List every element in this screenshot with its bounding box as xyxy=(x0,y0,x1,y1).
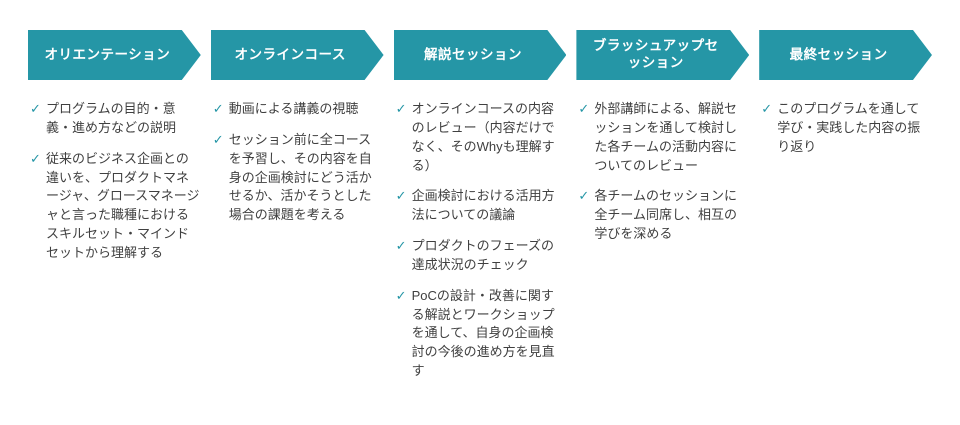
stage-column-online-course: オンラインコース ✓ 動画による講義の視聴 ✓ セッション前に全コースを予習し、… xyxy=(210,30,384,415)
stage-header-label: 解説セッション xyxy=(423,46,522,62)
stage-header-label: 最終セッション xyxy=(789,46,888,62)
list-item: ✓ プログラムの目的・意義・進め方などの説明 xyxy=(30,100,201,138)
stage-column-orientation: オリエンテーション ✓ プログラムの目的・意義・進め方などの説明 ✓ 従来のビジ… xyxy=(28,30,201,415)
check-icon: ✓ xyxy=(30,101,41,116)
item-text: 外部講師による、解説セッションを通して検討した各チームの活動内容についてのレビュ… xyxy=(594,101,738,173)
check-icon: ✓ xyxy=(395,188,407,204)
item-text: 従来のビジネス企画との違いを、プロダクトマネージャ、グロースマネージャと言った職… xyxy=(46,150,200,260)
checklist: ✓ プログラムの目的・意義・進め方などの説明 ✓ 従来のビジネス企画との違いを、… xyxy=(28,100,201,263)
item-text: セッション前に全コースを予習し、その内容を自身の企画検討にどう活かせるか、活かそ… xyxy=(228,131,372,223)
item-text: 各チームのセッションに全チーム同席し、相互の学びを深める xyxy=(594,188,738,242)
stage-column-final-session: 最終セッション ✓ このプログラムを通して学び・実践した内容の振り返り xyxy=(759,30,932,415)
list-item: ✓ 外部講師による、解説セッションを通して検討した各チームの活動内容についてのレ… xyxy=(578,100,749,175)
stage-column-explanation-session: 解説セッション ✓ オンラインコースの内容のレビュー（内容だけでなく、そのWhy… xyxy=(393,30,567,415)
list-item: ✓ 企画検討における活用方法についての議論 xyxy=(396,187,567,225)
stage-header-arrow: 最終セッション xyxy=(759,30,932,80)
list-item: ✓ 各チームのセッションに全チーム同席し、相互の学びを深める xyxy=(578,187,749,244)
item-text: オンラインコースの内容のレビュー（内容だけでなく、そのWhyも理解する） xyxy=(411,101,555,173)
list-item: ✓ このプログラムを通して学び・実践した内容の振り返り xyxy=(761,100,932,157)
checklist: ✓ このプログラムを通して学び・実践した内容の振り返り xyxy=(759,100,932,157)
checklist: ✓ 動画による講義の視聴 ✓ セッション前に全コースを予習し、その内容を自身の企… xyxy=(211,100,384,225)
stage-header-label: オリエンテーション xyxy=(44,46,171,62)
check-icon: ✓ xyxy=(395,101,407,116)
stage-header-arrow: オリエンテーション xyxy=(28,30,201,80)
list-item: ✓ 従来のビジネス企画との違いを、プロダクトマネージャ、グロースマネージャと言っ… xyxy=(30,150,201,263)
check-icon: ✓ xyxy=(212,131,224,147)
check-icon: ✓ xyxy=(578,188,590,204)
item-text: このプログラムを通して学び・実践した内容の振り返り xyxy=(777,101,921,154)
check-icon: ✓ xyxy=(578,101,590,116)
stage-header-arrow: 解説セッション xyxy=(393,30,567,80)
check-icon: ✓ xyxy=(212,101,224,116)
list-item: ✓ プロダクトのフェーズの達成状況のチェック xyxy=(396,237,567,275)
stage-header-label: オンラインコース xyxy=(234,46,346,62)
check-icon: ✓ xyxy=(395,238,407,254)
stage-header-arrow: ブラッシュアップセッション xyxy=(576,30,750,80)
stage-header-arrow: オンラインコース xyxy=(210,30,384,80)
item-text: プロダクトのフェーズの達成状況のチェック xyxy=(411,238,554,272)
item-text: プログラムの目的・意義・進め方などの説明 xyxy=(46,101,177,135)
checklist: ✓ 外部講師による、解説セッションを通して検討した各チームの活動内容についてのレ… xyxy=(576,100,749,244)
stage-columns: オリエンテーション ✓ プログラムの目的・意義・進め方などの説明 ✓ 従来のビジ… xyxy=(28,30,932,415)
check-icon: ✓ xyxy=(395,287,407,303)
list-item: ✓ セッション前に全コースを予習し、その内容を自身の企画検討にどう活かせるか、活… xyxy=(213,131,384,225)
list-item: ✓ 動画による講義の視聴 xyxy=(213,100,384,119)
stage-column-brushup-session: ブラッシュアップセッション ✓ 外部講師による、解説セッションを通して検討した各… xyxy=(576,30,750,415)
item-text: PoCの設計・改善に関する解説とワークショップを通して、自身の企画検討の今後の進… xyxy=(411,287,555,379)
list-item: ✓ オンラインコースの内容のレビュー（内容だけでなく、そのWhyも理解する） xyxy=(396,100,567,175)
list-item: ✓ PoCの設計・改善に関する解説とワークショップを通して、自身の企画検討の今後… xyxy=(396,287,567,381)
check-icon: ✓ xyxy=(761,101,773,116)
item-text: 動画による講義の視聴 xyxy=(228,101,359,116)
checklist: ✓ オンラインコースの内容のレビュー（内容だけでなく、そのWhyも理解する） ✓… xyxy=(394,100,567,381)
check-icon: ✓ xyxy=(30,150,41,166)
stage-header-label: ブラッシュアップセッション xyxy=(592,38,719,70)
item-text: 企画検討における活用方法についての議論 xyxy=(411,188,555,223)
